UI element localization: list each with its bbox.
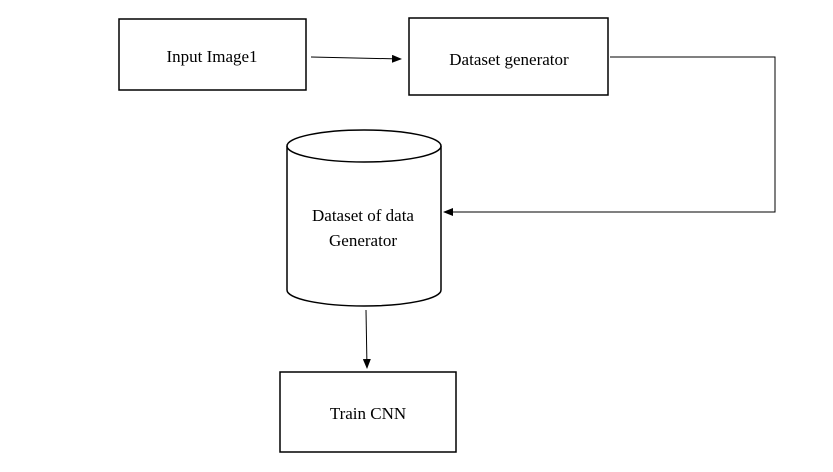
dataset-store-cylinder: Dataset of data Generator (286, 129, 442, 307)
train-cnn-box (279, 371, 457, 453)
input-image-label: Input Image1 (166, 47, 257, 66)
cylinder-top (286, 129, 442, 163)
arrow-input-to-generator (310, 54, 402, 63)
dataset-store-label-line2: Generator (329, 231, 397, 250)
dataset-generator-box (408, 17, 609, 96)
dataset-generator-node: Dataset generator (408, 17, 609, 96)
input-image-box (118, 18, 307, 91)
train-cnn-label: Train CNN (330, 404, 406, 423)
train-cnn-node: Train CNN (279, 371, 457, 453)
dataset-generator-label: Dataset generator (449, 50, 569, 69)
arrow-store-to-train (362, 309, 371, 369)
input-image-node: Input Image1 (118, 18, 307, 91)
cylinder-body (286, 146, 442, 307)
dataset-store-label-line1: Dataset of data (312, 206, 414, 225)
connector-generator-to-store (443, 56, 776, 216)
